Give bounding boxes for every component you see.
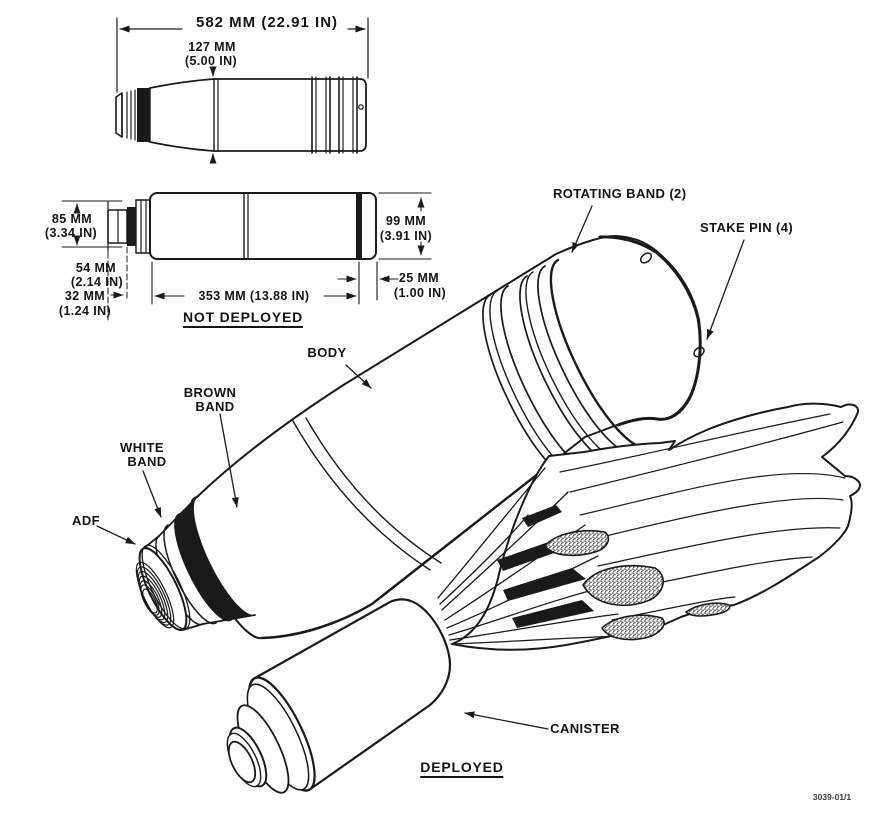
dim-step-dia-mm: 54 MM	[75, 261, 117, 275]
dim-caliber-in: (5.00 IN)	[184, 54, 238, 68]
not-deployed-profile-view	[61, 192, 432, 321]
label-brown-band-1: BROWN	[183, 385, 237, 400]
dim-body-dia-in: (3.91 IN)	[379, 229, 433, 243]
canister-leader	[464, 711, 549, 730]
adf-leader	[96, 525, 136, 545]
label-body: BODY	[307, 345, 347, 360]
base-plate	[549, 235, 705, 450]
dim-tip-dia-in: (1.24 IN)	[58, 304, 112, 318]
label-stake-pin: STAKE PIN (4)	[700, 220, 794, 235]
label-white-band-1: WHITE	[120, 440, 164, 455]
label-adf: ADF	[72, 513, 100, 528]
dim-band-offset-mm: 25 MM	[398, 271, 440, 285]
label-canister: CANISTER	[550, 721, 620, 736]
caption-deployed: DEPLOYED	[420, 760, 504, 778]
parachute-streamer	[437, 402, 861, 651]
stake-pin-hole-top-view	[358, 104, 364, 110]
dim-fuze-dia-in: (3.34 IN)	[44, 226, 98, 240]
stake-pin-hole-lower	[693, 346, 705, 358]
brown-band	[174, 497, 255, 621]
full-length-profile-view	[115, 17, 369, 164]
stake-pin-hole-upper	[639, 252, 653, 264]
label-rotating-band: ROTATING BAND (2)	[553, 186, 687, 201]
dim-tip-dia-mm: 32 MM	[64, 289, 106, 303]
white-band-leader	[142, 470, 162, 518]
stake-pin-leader	[706, 239, 745, 340]
caption-not-deployed: NOT DEPLOYED	[182, 310, 304, 328]
label-white-band-2: BAND	[127, 454, 167, 469]
label-brown-band-2: BAND	[195, 399, 235, 414]
body-leader	[345, 364, 372, 389]
dim-band-offset-in: (1.00 IN)	[393, 286, 447, 300]
canopy-stipple-patches	[544, 529, 731, 641]
brown-band-leader	[219, 413, 239, 508]
dim-body-dia-mm: 99 MM	[385, 214, 427, 228]
dim-body-length: 353 MM (13.88 IN)	[198, 289, 310, 303]
perspective-projectile	[135, 235, 705, 640]
deployed-canister	[226, 598, 452, 794]
dim-caliber-mm: 127 MM	[188, 40, 236, 54]
figure-number: 3039-01/1	[812, 792, 852, 802]
dim-step-dia-in: (2.14 IN)	[70, 275, 124, 289]
rotating-band-leader	[571, 205, 593, 253]
dim-overall-length: 582 MM (22.91 IN)	[195, 14, 339, 31]
nose-fuze-section	[135, 496, 256, 631]
leader-lines	[96, 205, 745, 730]
dim-fuze-dia-mm: 85 MM	[51, 212, 93, 226]
